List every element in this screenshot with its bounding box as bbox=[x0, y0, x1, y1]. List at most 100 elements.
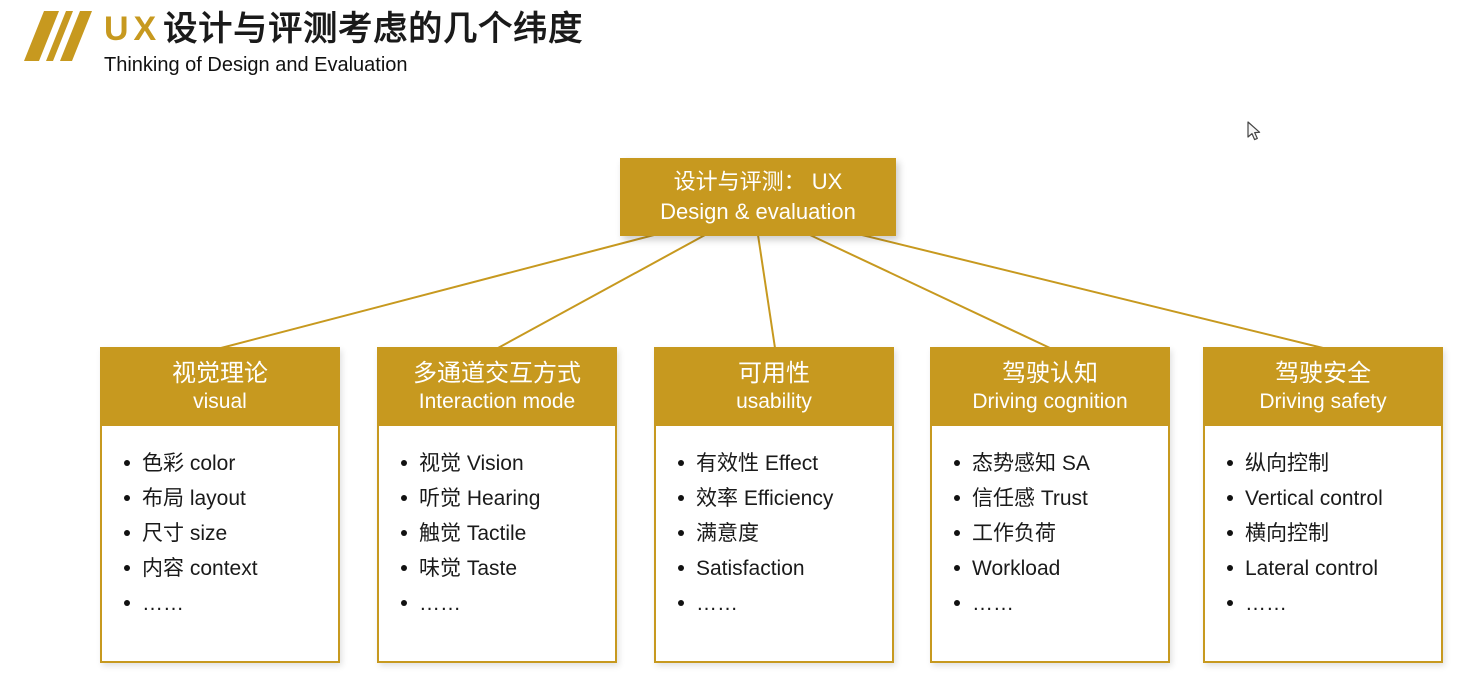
dimension-card-usability: 可用性 usability 有效性 Effect 效率 Efficiency 满… bbox=[654, 347, 894, 663]
card-title-zh: 驾驶安全 bbox=[1275, 360, 1371, 387]
list-item-label: …… bbox=[142, 592, 184, 615]
list-item-label: 布局 layout bbox=[142, 487, 246, 510]
list-item-label: 视觉 Vision bbox=[419, 452, 524, 475]
list-item: 工作负荷 bbox=[954, 522, 1160, 546]
bullet-icon bbox=[678, 495, 684, 501]
slash-logo-icon bbox=[24, 11, 92, 61]
bullet-icon bbox=[1227, 530, 1233, 536]
bullet-icon bbox=[954, 460, 960, 466]
list-item: Satisfaction bbox=[678, 557, 884, 581]
card-header-driving-safety: 驾驶安全 Driving safety bbox=[1204, 348, 1442, 426]
bullet-icon bbox=[1227, 495, 1233, 501]
list-item: …… bbox=[401, 592, 607, 616]
dimension-card-interaction-mode: 多通道交互方式 Interaction mode 视觉 Vision 听觉 He… bbox=[377, 347, 617, 663]
mouse-cursor-icon bbox=[1247, 121, 1261, 141]
bullet-icon bbox=[124, 530, 130, 536]
root-node-line2: Design & evaluation bbox=[660, 199, 856, 224]
title-highlight: UX bbox=[104, 10, 162, 48]
bullet-icon bbox=[1227, 600, 1233, 606]
list-item-label: 纵向控制 bbox=[1245, 452, 1329, 475]
bullet-icon bbox=[401, 495, 407, 501]
list-item-label: 有效性 Effect bbox=[696, 452, 819, 475]
card-list: 视觉 Vision 听觉 Hearing 触觉 Tactile 味觉 Taste… bbox=[379, 426, 615, 616]
card-title-zh: 视觉理论 bbox=[172, 360, 268, 387]
list-item-label: 工作负荷 bbox=[972, 522, 1056, 545]
list-item: 触觉 Tactile bbox=[401, 522, 607, 546]
list-item: 布局 layout bbox=[124, 487, 330, 511]
dimension-card-visual: 视觉理论 visual 色彩 color 布局 layout 尺寸 size 内… bbox=[100, 347, 340, 663]
page-subtitle: Thinking of Design and Evaluation bbox=[104, 54, 408, 76]
root-node: 设计与评测： UX Design & evaluation bbox=[620, 158, 896, 236]
bullet-icon bbox=[954, 530, 960, 536]
bullet-icon bbox=[954, 600, 960, 606]
card-header-usability: 可用性 usability bbox=[655, 348, 893, 426]
page-title: UX设计与评测考虑的几个纬度 bbox=[104, 8, 583, 50]
bullet-icon bbox=[954, 565, 960, 571]
bullet-icon bbox=[678, 565, 684, 571]
list-item-label: …… bbox=[696, 592, 738, 615]
list-item: 信任感 Trust bbox=[954, 487, 1160, 511]
list-item: 尺寸 size bbox=[124, 522, 330, 546]
bullet-icon bbox=[678, 460, 684, 466]
bullet-icon bbox=[401, 530, 407, 536]
bullet-icon bbox=[401, 460, 407, 466]
list-item: …… bbox=[124, 592, 330, 616]
list-item: Workload bbox=[954, 557, 1160, 581]
card-title-en: Driving cognition bbox=[972, 390, 1128, 413]
list-item: 味觉 Taste bbox=[401, 557, 607, 581]
list-item: 色彩 color bbox=[124, 452, 330, 476]
list-item: 内容 context bbox=[124, 557, 330, 581]
list-item-label: Workload bbox=[972, 557, 1061, 580]
list-item-label: 信任感 Trust bbox=[972, 487, 1088, 510]
card-title-en: usability bbox=[736, 390, 812, 413]
card-header-interaction-mode: 多通道交互方式 Interaction mode bbox=[378, 348, 616, 426]
card-list: 有效性 Effect 效率 Efficiency 满意度 Satisfactio… bbox=[656, 426, 892, 616]
card-list: 态势感知 SA 信任感 Trust 工作负荷 Workload …… bbox=[932, 426, 1168, 616]
list-item-label: 听觉 Hearing bbox=[419, 487, 541, 510]
bullet-icon bbox=[954, 495, 960, 501]
list-item: …… bbox=[678, 592, 884, 616]
list-item: 满意度 bbox=[678, 522, 884, 546]
list-item-label: Lateral control bbox=[1245, 557, 1379, 580]
bullet-icon bbox=[401, 600, 407, 606]
list-item-label: Vertical control bbox=[1245, 487, 1383, 510]
bullet-icon bbox=[678, 600, 684, 606]
list-item-label: 尺寸 size bbox=[142, 522, 228, 545]
bullet-icon bbox=[124, 600, 130, 606]
bullet-icon bbox=[124, 565, 130, 571]
list-item-label: Satisfaction bbox=[696, 557, 805, 580]
list-item-label: 内容 context bbox=[142, 557, 258, 580]
bullet-icon bbox=[1227, 460, 1233, 466]
card-list: 纵向控制 Vertical control 横向控制 Lateral contr… bbox=[1205, 426, 1441, 616]
card-title-zh: 可用性 bbox=[738, 360, 810, 387]
list-item-label: 态势感知 SA bbox=[972, 452, 1090, 475]
card-title-en: Driving safety bbox=[1259, 390, 1387, 413]
title-text: 设计与评测考虑的几个纬度 bbox=[163, 10, 584, 48]
list-item: 纵向控制 bbox=[1227, 452, 1433, 476]
list-item: Lateral control bbox=[1227, 557, 1433, 581]
list-item-label: …… bbox=[1245, 592, 1287, 615]
card-list: 色彩 color 布局 layout 尺寸 size 内容 context …… bbox=[102, 426, 338, 616]
list-item: 效率 Efficiency bbox=[678, 487, 884, 511]
card-header-visual: 视觉理论 visual bbox=[101, 348, 339, 426]
title-block: UX设计与评测考虑的几个纬度 Thinking of Design and Ev… bbox=[104, 8, 583, 78]
list-item: 有效性 Effect bbox=[678, 452, 884, 476]
list-item-label: 味觉 Taste bbox=[419, 557, 518, 580]
list-item: 态势感知 SA bbox=[954, 452, 1160, 476]
list-item: Vertical control bbox=[1227, 487, 1433, 511]
bullet-icon bbox=[401, 565, 407, 571]
list-item-label: 色彩 color bbox=[142, 452, 236, 475]
list-item: 听觉 Hearing bbox=[401, 487, 607, 511]
list-item: 视觉 Vision bbox=[401, 452, 607, 476]
list-item: 横向控制 bbox=[1227, 522, 1433, 546]
card-title-zh: 驾驶认知 bbox=[1002, 360, 1098, 387]
list-item: …… bbox=[954, 592, 1160, 616]
list-item-label: …… bbox=[972, 592, 1014, 615]
list-item-label: 满意度 bbox=[696, 522, 759, 545]
list-item-label: 效率 Efficiency bbox=[696, 487, 834, 510]
bullet-icon bbox=[1227, 565, 1233, 571]
card-header-driving-cognition: 驾驶认知 Driving cognition bbox=[931, 348, 1169, 426]
list-item-label: 横向控制 bbox=[1245, 522, 1329, 545]
bullet-icon bbox=[124, 495, 130, 501]
